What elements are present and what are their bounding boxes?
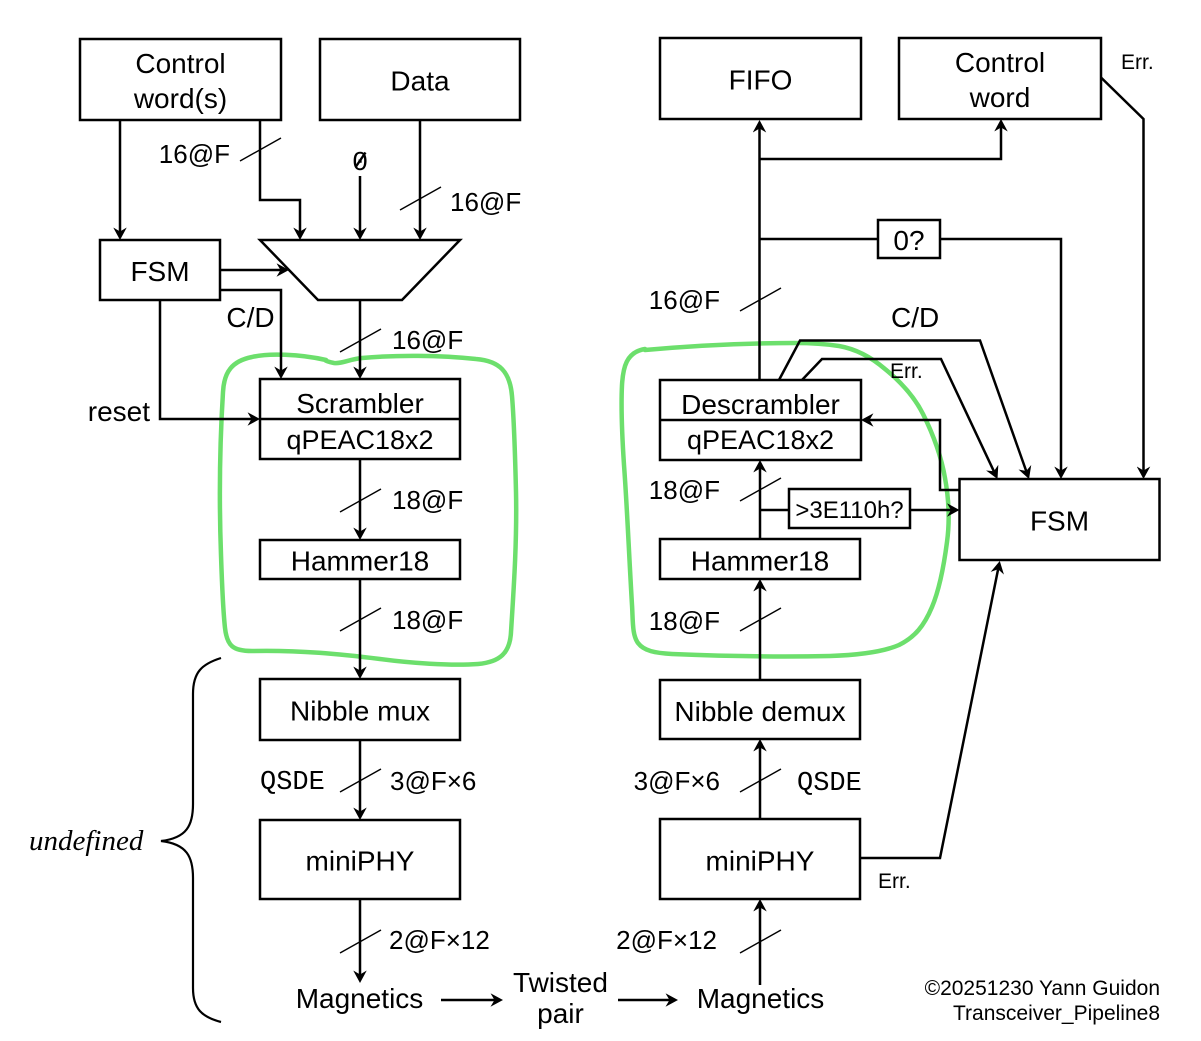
svg-text:16@F: 16@F [392, 325, 463, 355]
svg-text:0?: 0? [893, 225, 924, 256]
svg-text:FIFO: FIFO [729, 65, 793, 96]
svg-text:C/D: C/D [891, 302, 939, 333]
svg-text:Descrambler: Descrambler [681, 389, 840, 420]
svg-text:2@F×12: 2@F×12 [389, 925, 490, 955]
svg-text:qPEAC18x2: qPEAC18x2 [687, 425, 834, 455]
svg-text:word: word [969, 82, 1031, 113]
svg-text:Err.: Err. [878, 870, 911, 893]
svg-text:Data: Data [390, 66, 450, 97]
svg-text:miniPHY: miniPHY [706, 846, 815, 877]
svg-text:16@F: 16@F [450, 187, 521, 217]
svg-text:3@F×6: 3@F×6 [390, 766, 476, 796]
svg-text:C/D: C/D [226, 302, 274, 333]
svg-text:16@F: 16@F [159, 139, 230, 169]
svg-text:pair: pair [537, 998, 584, 1029]
svg-text:word(s): word(s) [133, 83, 227, 114]
svg-text:©20251230 Yann Guidon: ©20251230 Yann Guidon [925, 977, 1160, 1000]
svg-text:2@F×12: 2@F×12 [616, 925, 717, 955]
svg-text:QSDE: QSDE [797, 769, 862, 799]
svg-text:FSM: FSM [1030, 506, 1089, 537]
svg-text:16@F: 16@F [649, 285, 720, 315]
svg-text:18@F: 18@F [392, 605, 463, 635]
svg-text:Control: Control [135, 48, 225, 79]
svg-text:Twisted: Twisted [513, 967, 608, 998]
svg-text:undefined: undefined [29, 825, 144, 857]
svg-text:Magnetics: Magnetics [296, 983, 424, 1014]
svg-text:FSM: FSM [130, 256, 189, 287]
svg-text:Scrambler: Scrambler [296, 388, 424, 419]
svg-text:Hammer18: Hammer18 [291, 546, 429, 577]
svg-text:Transceiver_Pipeline8: Transceiver_Pipeline8 [953, 1002, 1160, 1025]
svg-text:Magnetics: Magnetics [697, 983, 825, 1014]
svg-text:18@F: 18@F [392, 485, 463, 515]
svg-text:Err.: Err. [1121, 51, 1154, 74]
svg-text:Err.: Err. [890, 360, 923, 383]
svg-text:QSDE: QSDE [260, 768, 325, 798]
svg-text:Hammer18: Hammer18 [691, 546, 829, 577]
svg-text:Nibble mux: Nibble mux [290, 696, 430, 727]
svg-text:Nibble demux: Nibble demux [674, 696, 845, 727]
svg-text:reset: reset [88, 396, 150, 427]
svg-text:miniPHY: miniPHY [306, 846, 415, 877]
svg-text:>3E110h?: >3E110h? [795, 497, 903, 524]
svg-text:Control: Control [955, 47, 1045, 78]
svg-text:3@F×6: 3@F×6 [634, 766, 720, 796]
svg-text:18@F: 18@F [649, 606, 720, 636]
svg-text:18@F: 18@F [649, 475, 720, 505]
svg-text:qPEAC18x2: qPEAC18x2 [286, 425, 433, 455]
